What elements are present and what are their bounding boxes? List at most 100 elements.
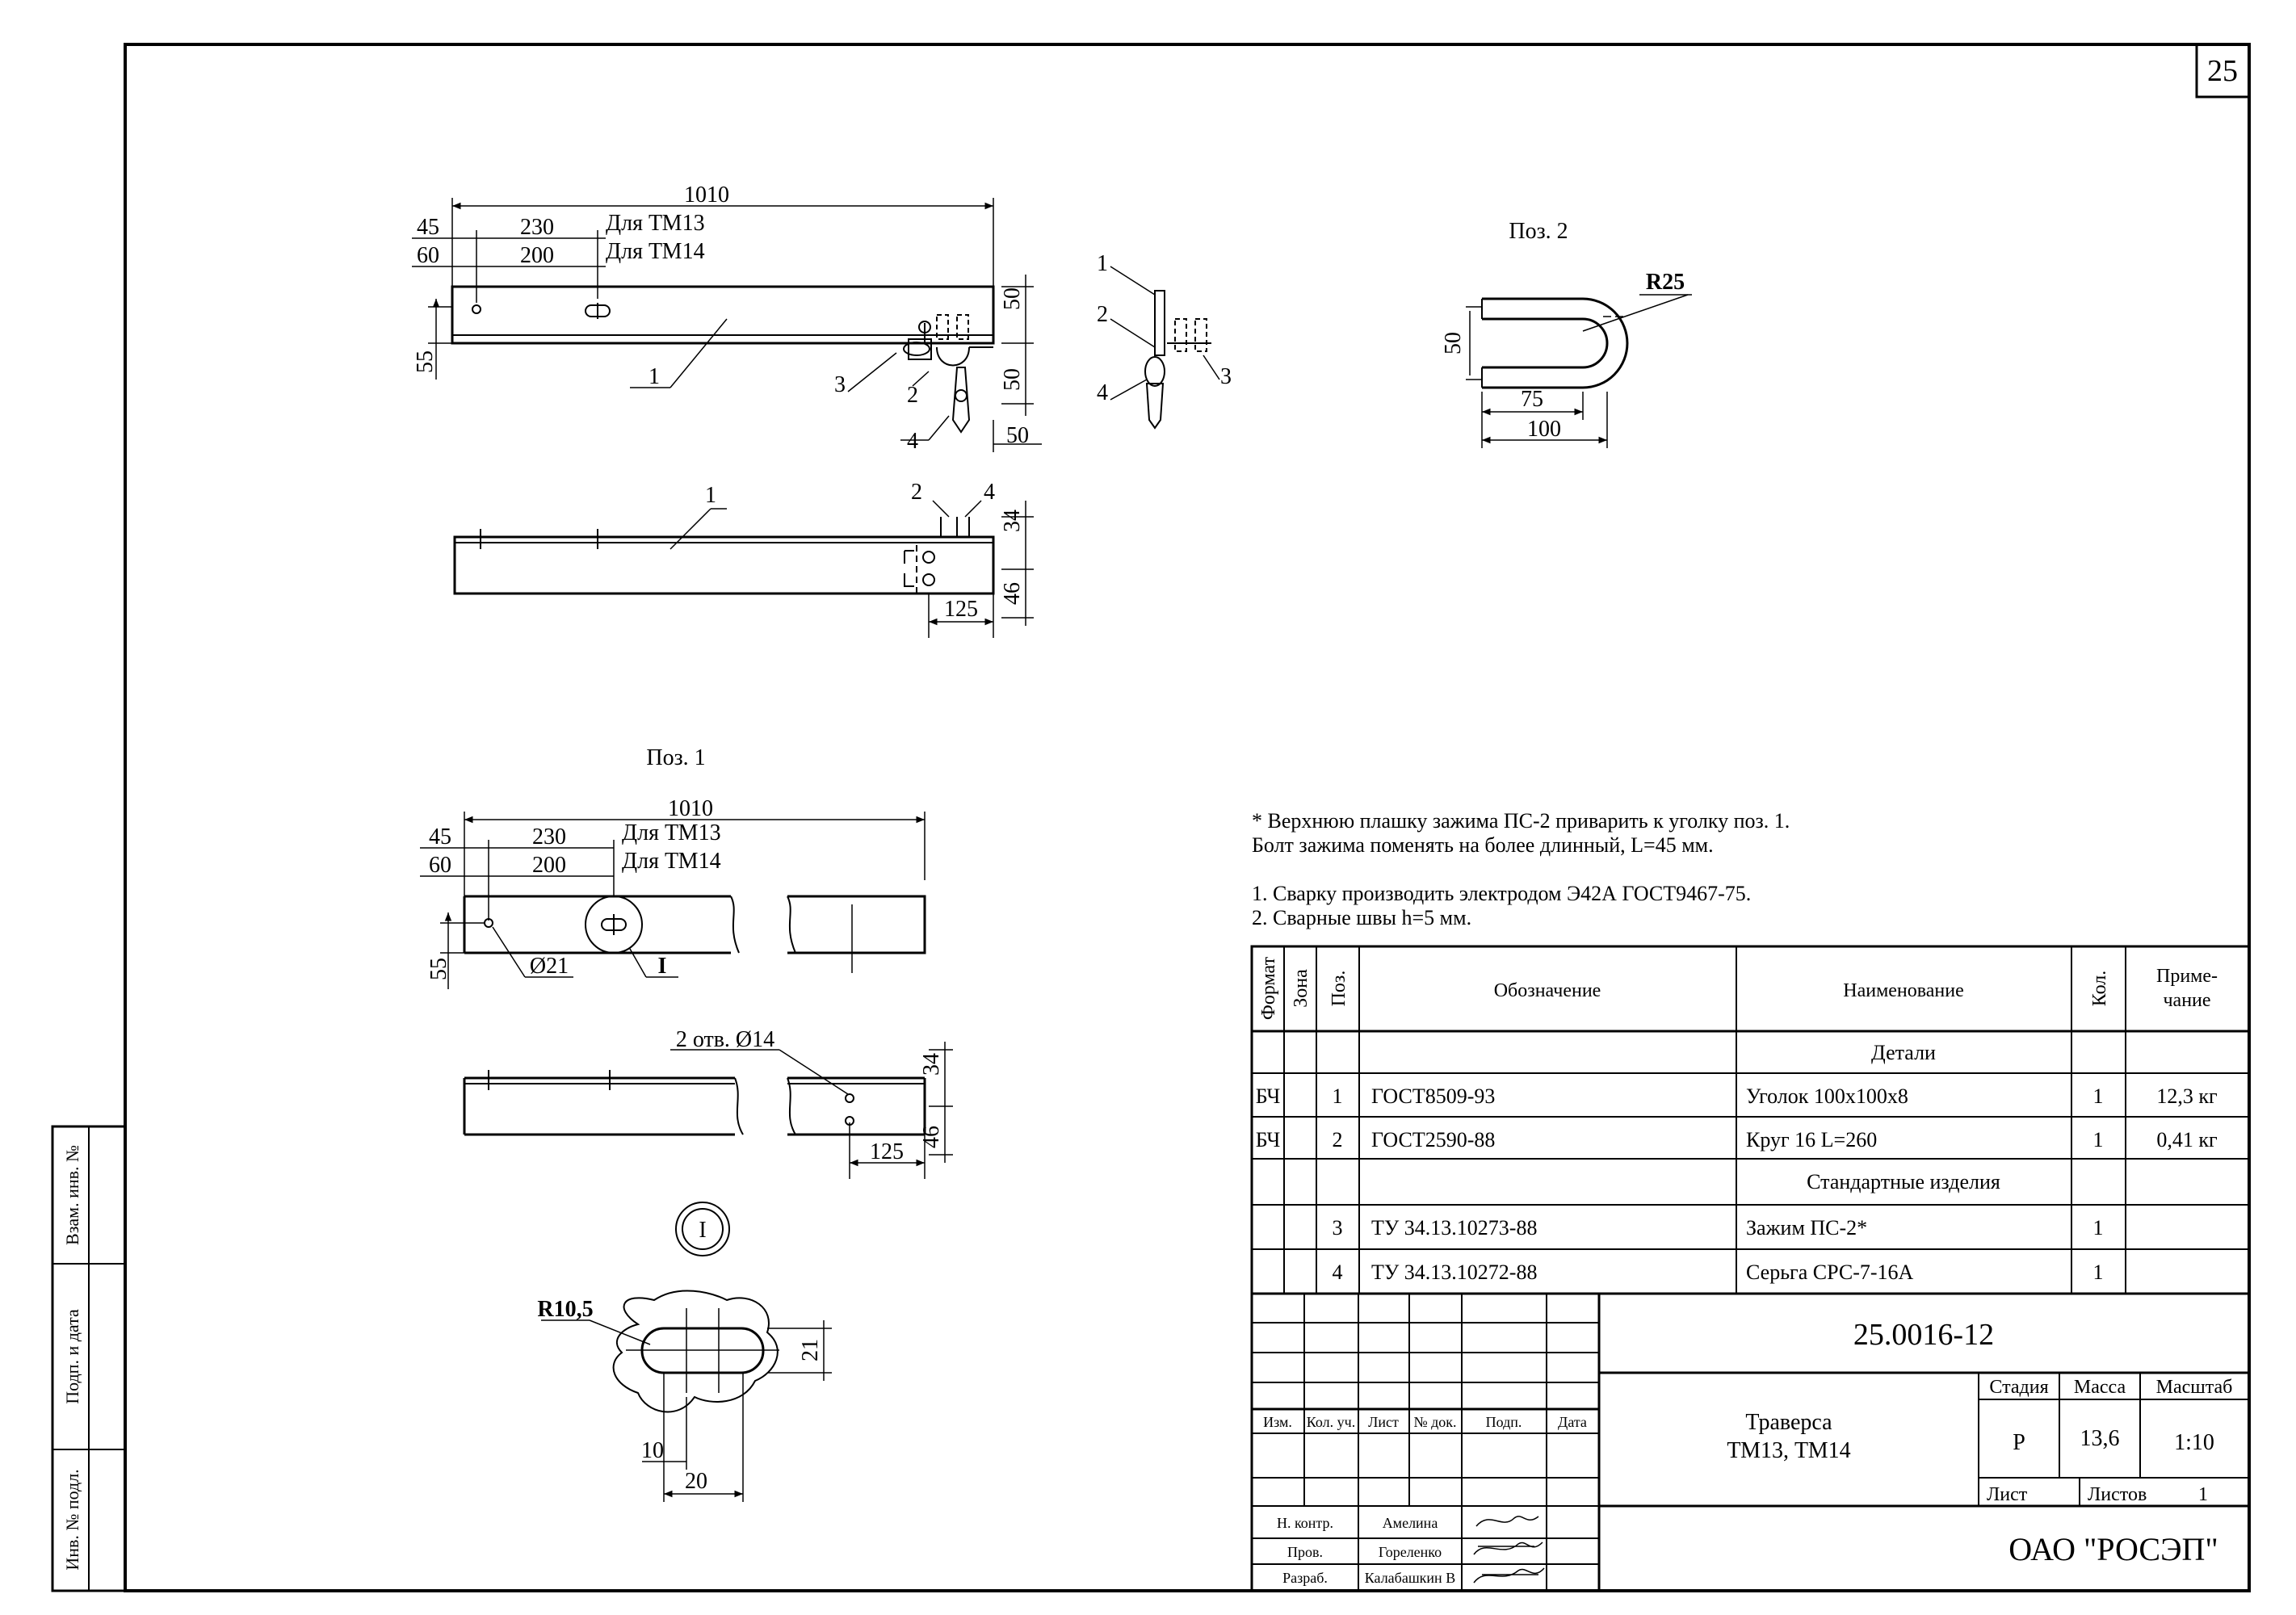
hdr-zone: Зона	[1291, 969, 1312, 1008]
label-3-top: 3	[834, 372, 846, 397]
mass-header: Масса	[2074, 1377, 2126, 1398]
row2-pos: 2	[1333, 1128, 1343, 1151]
dim-230-top: 230	[520, 215, 554, 240]
pos1-front-dimensions	[670, 1042, 953, 1179]
row3-designation: ТУ 34.13.10273-88	[1371, 1216, 1537, 1240]
label-2-side: 2	[1097, 302, 1108, 327]
dim-230-pos1: 230	[532, 824, 566, 849]
pos1-title: Поз. 1	[646, 745, 705, 770]
label-3-side: 3	[1220, 364, 1232, 389]
dim-34-front: 34	[1000, 510, 1025, 532]
signatures	[1473, 1516, 1545, 1584]
name-norm-control: Амелина	[1383, 1515, 1438, 1531]
dim-34-pos1: 34	[919, 1053, 944, 1076]
assembly-front-view	[453, 517, 995, 595]
row2-designation: ГОСТ2590-88	[1371, 1128, 1495, 1151]
drawing-title-2: ТМ13, ТМ14	[1727, 1438, 1850, 1463]
row3-name: Зажим ПС-2*	[1746, 1216, 1867, 1240]
sheet-header: Лист	[1987, 1484, 2028, 1505]
pos1-dimensions	[420, 812, 926, 989]
stage-header: Стадия	[1989, 1377, 2048, 1398]
section-parts: Детали	[1871, 1041, 1936, 1064]
dim-50-b: 50	[1000, 368, 1025, 391]
spec-table-grid	[1250, 945, 2251, 1295]
page-number: 25	[2207, 54, 2238, 88]
col-kol: Кол. уч.	[1307, 1414, 1355, 1430]
dim-60-top: 60	[417, 243, 439, 268]
name-checked: Гореленко	[1379, 1544, 1442, 1560]
row2-format: БЧ	[1256, 1128, 1281, 1151]
scale-header: Масштаб	[2156, 1377, 2233, 1398]
dim-length-pos1: 1010	[668, 796, 713, 821]
hdr-qty: Кол.	[2089, 971, 2110, 1006]
dim-tm14-pos1: Для ТМ14	[622, 849, 721, 874]
note-1: 1. Сварку производить электродом Э42А ГО…	[1252, 882, 1751, 905]
row1-designation: ГОСТ8509-93	[1371, 1084, 1495, 1108]
hdr-format: Формат	[1258, 956, 1279, 1020]
dim-50-pos2: 50	[1441, 332, 1466, 354]
dim-r25: R25	[1646, 270, 1685, 295]
note-star-1: * Верхнюю плашку зажима ПС-2 приварить к…	[1252, 809, 1790, 833]
detail-callout: I	[658, 954, 667, 979]
hdr-name: Наименование	[1843, 980, 1964, 1001]
section-standard: Стандартные изделия	[1807, 1170, 2000, 1193]
col-list: Лист	[1368, 1414, 1399, 1430]
hdr-note-2: чание	[2163, 990, 2210, 1011]
pos1-front-view	[463, 1070, 926, 1136]
dim-tm14-top: Для ТМ14	[606, 239, 705, 264]
dim-200-pos1: 200	[532, 853, 566, 878]
dim-45-pos1: 45	[429, 824, 451, 849]
pos1-plan-view	[463, 895, 926, 973]
label-4-top: 4	[907, 429, 918, 454]
margin-stamp	[51, 1125, 127, 1592]
dim-46-pos1: 46	[919, 1126, 944, 1148]
dim-length-top: 1010	[684, 182, 729, 208]
dim-100: 100	[1527, 417, 1561, 442]
detail-marker-label: I	[699, 1218, 706, 1243]
pos2-u-bolt	[1466, 294, 1692, 448]
drawing-frame	[124, 43, 2251, 1592]
label-4-side: 4	[1097, 380, 1108, 405]
detail-marker-inner	[682, 1208, 724, 1250]
clamp-side-view	[1110, 266, 1220, 430]
role-norm-control: Н. контр.	[1277, 1515, 1333, 1531]
label-1-top: 1	[649, 364, 660, 389]
dim-200-top: 200	[520, 243, 554, 268]
pos2-title: Поз. 2	[1509, 219, 1568, 244]
label-2-front: 2	[911, 480, 922, 505]
row4-pos: 4	[1333, 1261, 1343, 1284]
row1-qty: 1	[2093, 1084, 2104, 1108]
dim-50-c: 50	[1006, 423, 1029, 448]
dim-55-pos1: 55	[426, 958, 451, 980]
row2-qty: 1	[2093, 1128, 2104, 1151]
label-4-front: 4	[984, 480, 995, 505]
drawing-title-1: Траверса	[1745, 1410, 1832, 1435]
row4-qty: 1	[2093, 1261, 2104, 1284]
dim-125-pos1: 125	[870, 1139, 904, 1164]
dim-21: 21	[798, 1339, 823, 1361]
hdr-designation: Обозначение	[1494, 980, 1601, 1001]
margin-podp: Подп. и дата	[62, 1309, 82, 1404]
dim-50-a: 50	[1000, 287, 1025, 310]
dim-20: 20	[685, 1469, 707, 1494]
row1-note: 12,3 кг	[2156, 1084, 2217, 1108]
dim-55-top: 55	[413, 350, 438, 373]
detail-i-slot	[541, 1290, 832, 1502]
hdr-note-1: Приме-	[2156, 966, 2218, 987]
col-izm: Изм.	[1263, 1414, 1292, 1430]
row4-designation: ТУ 34.13.10272-88	[1371, 1261, 1537, 1284]
top-view-dimensions	[412, 198, 1042, 452]
front-view-dimensions	[669, 500, 1034, 638]
assembly-top-view	[451, 285, 995, 434]
label-1-front: 1	[705, 483, 716, 508]
title-block-grid	[1250, 1292, 2251, 1592]
col-podp: Подп.	[1486, 1414, 1522, 1430]
dim-45-top: 45	[417, 215, 439, 240]
scale-value: 1:10	[2174, 1430, 2214, 1455]
margin-inv: Инв. № подл.	[62, 1469, 82, 1570]
name-developed: Калабашкин В	[1365, 1570, 1455, 1586]
drawing-code: 25.0016-12	[1853, 1318, 1994, 1352]
row1-name: Уголок 100х100х8	[1746, 1084, 1908, 1108]
label-2-top: 2	[907, 383, 918, 408]
row2-name: Круг 16 L=260	[1746, 1128, 1877, 1151]
